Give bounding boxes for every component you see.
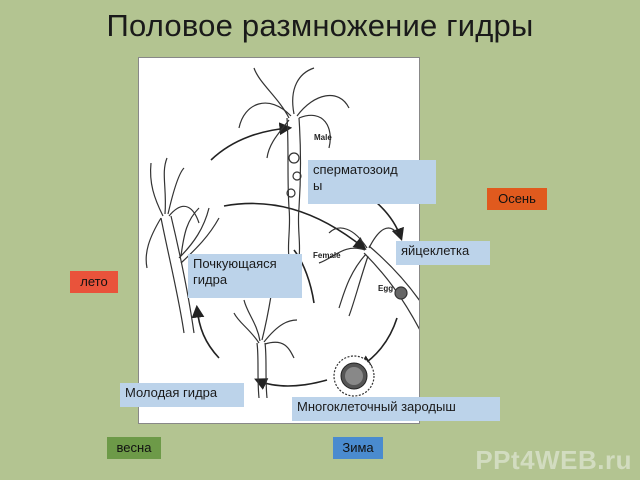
female-hydra-drawing [318,227,419,330]
page-title: Половое размножение гидры [106,8,534,43]
watermark-logo: PPt4WEB.ru [475,445,632,475]
season-summer: лето [70,271,118,293]
life-cycle-diagram: Male Female Egg [138,57,420,424]
label-young-hydra: Молодая гидра [120,383,244,407]
budding-hydra-drawing [145,157,220,334]
season-spring: весна [107,437,161,459]
season-autumn: Осень [487,188,547,210]
male-label: Male [314,133,332,142]
young-hydra-drawing [233,295,298,399]
embryo-drawing [333,355,375,397]
label-budding-hydra: Почкующаяся гидра [188,254,302,298]
label-sperm: сперматозоид ы [308,160,436,204]
female-label: Female [313,251,341,260]
season-winter: Зима [333,437,383,459]
label-egg-cell: яйцеклетка [396,241,490,265]
label-embryo: Многоклеточный зародыш [292,397,500,421]
diagram-illustration [145,67,419,399]
egg-label: Egg [378,284,394,293]
male-hydra-drawing [238,67,350,259]
